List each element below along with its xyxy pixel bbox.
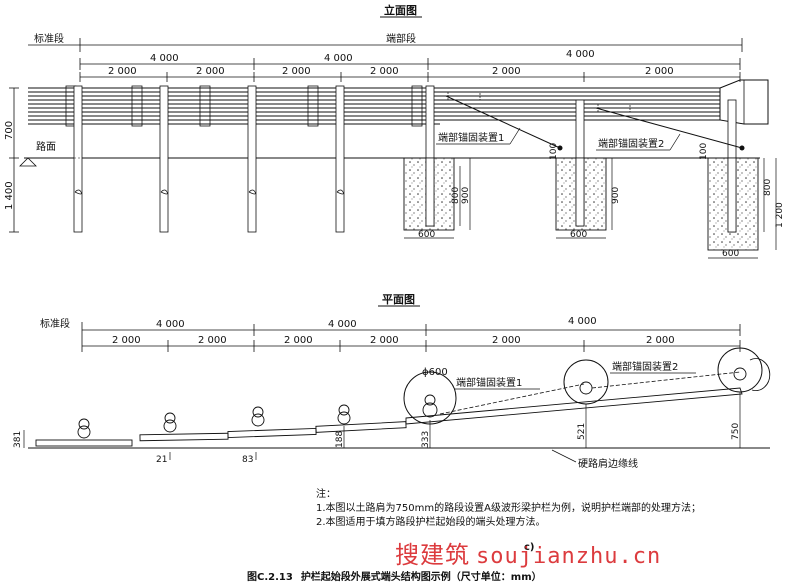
dim-2000-5: 2 000 xyxy=(492,66,521,77)
anchor1-leader-arm xyxy=(509,127,521,145)
w-beam-rail xyxy=(28,85,720,127)
f1-dim-900: 900 xyxy=(461,187,471,204)
cable-clamp-2 xyxy=(597,103,631,113)
edge-label: 硬路肩边缘线 xyxy=(578,457,638,470)
watermark-cn: 搜建筑 xyxy=(395,541,470,569)
watermark-url: soujianzhu.cn xyxy=(476,544,662,569)
cable-clamp-1 xyxy=(447,91,481,101)
elevation-anchor2-label: 端部锚固装置2 xyxy=(598,137,664,150)
notes-heading: 注： xyxy=(316,489,336,500)
plan-dim-4000-2: 4 000 xyxy=(328,319,357,330)
plan-title: 平面图 xyxy=(382,293,415,306)
notes-block: 注： 1.本图以土路肩为750mm的路段设置A级波形梁护栏为例，说明护栏端部的处… xyxy=(316,488,701,530)
post-in-foundation-2 xyxy=(575,157,585,227)
left-dim-700: 700 xyxy=(4,121,15,140)
dim-2000-1: 2 000 xyxy=(108,66,137,77)
post-in-foundation-3 xyxy=(727,157,737,233)
plan-phi-label: ϕ600 xyxy=(422,367,448,378)
offset-521: 521 xyxy=(577,423,587,440)
offset-188: 188 xyxy=(335,431,345,448)
caption-number: 图C.2.13 xyxy=(247,572,293,583)
plan-dim-2000-5: 2 000 xyxy=(492,335,521,346)
plan-post-3 xyxy=(733,367,747,381)
post-in-foundation-1 xyxy=(425,157,435,227)
road-label: 路面 xyxy=(36,140,56,153)
anchor-cable-1 xyxy=(445,95,561,149)
left-dim-1400: 1 400 xyxy=(4,181,15,210)
plan-anchor2-label: 端部锚固装置2 xyxy=(612,360,678,373)
anchor-point-1 xyxy=(557,145,563,151)
road-level-marker xyxy=(19,157,37,167)
plan-dim-2000-1: 2 000 xyxy=(112,335,141,346)
anchor-cable-2 xyxy=(595,107,743,149)
note-item-2: 2.本图适用于填方路段护栏起始段的端头处理方法。 xyxy=(316,517,546,528)
subfigure-label: c) xyxy=(524,542,535,553)
anchor-point-2 xyxy=(739,145,745,151)
plan-rail-segments xyxy=(35,387,743,447)
anchor2-leader-arm xyxy=(669,133,681,151)
offset-750: 750 xyxy=(731,423,741,440)
plan-posts xyxy=(77,404,351,439)
f3-width: 600 xyxy=(722,249,739,259)
plan-foundation-3 xyxy=(717,347,763,393)
elevation-std-label: 标准段 xyxy=(34,32,64,45)
dim-2000-6: 2 000 xyxy=(645,66,674,77)
f2-dim-900: 900 xyxy=(611,187,621,204)
dim-4000-3: 4 000 xyxy=(566,49,595,60)
offset-333: 333 xyxy=(421,431,431,448)
elevation-end-label: 端部段 xyxy=(386,32,416,45)
elevation-title: 立面图 xyxy=(384,3,417,17)
figure-caption: 图C.2.13 护栏起始段外展式端头结构图示例（尺寸单位：mm） xyxy=(247,568,550,583)
end-terminal-plan xyxy=(749,358,771,391)
f1-dim-100: 100 xyxy=(549,143,559,160)
note-item-1: 1.本图以土路肩为750mm的路段设置A级波形梁护栏为例，说明护栏端部的处理方法… xyxy=(316,503,701,514)
offset-381: 381 xyxy=(13,431,23,448)
plan-view: 平面图 标准段 4 000 4 000 4 000 2 000 2 000 2 … xyxy=(13,293,771,470)
plan-anchor1-label: 端部锚固装置1 xyxy=(456,376,522,389)
dim-2000-3: 2 000 xyxy=(282,66,311,77)
elevation-view: 立面图 标准段 端部段 4 000 4 000 4 000 2 000 2 00… xyxy=(4,3,785,259)
end-terminal xyxy=(719,79,769,125)
plan-post-1-block xyxy=(424,394,436,406)
offset-83: 83 xyxy=(242,455,253,465)
dim-2000-2: 2 000 xyxy=(196,66,225,77)
plan-dim-2000-6: 2 000 xyxy=(646,335,675,346)
edge-leader xyxy=(551,449,577,463)
plan-dim-2000-3: 2 000 xyxy=(284,335,313,346)
plan-post-2 xyxy=(579,381,593,395)
f1-dim-800: 800 xyxy=(451,187,461,204)
offset-21: 21 xyxy=(156,455,167,465)
caption-text: 护栏起始段外展式端头结构图示例（尺寸单位：mm） xyxy=(300,572,542,583)
plan-dim-2000-2: 2 000 xyxy=(198,335,227,346)
f2-width: 600 xyxy=(570,230,587,240)
plan-dim-4000-3: 4 000 xyxy=(568,316,597,327)
elevation-anchor1-label: 端部锚固装置1 xyxy=(438,131,504,144)
plan-std-label: 标准段 xyxy=(40,317,70,330)
dim-4000-2: 4 000 xyxy=(324,53,353,64)
plan-cable-1 xyxy=(439,383,585,415)
f2-dim-100: 100 xyxy=(699,143,709,160)
f3-dim-800: 800 xyxy=(763,179,773,196)
plan-cable-2 xyxy=(591,371,741,389)
f3-dim-1200: 1 200 xyxy=(775,202,785,228)
f1-width: 600 xyxy=(418,230,435,240)
plan-dim-4000-1: 4 000 xyxy=(156,319,185,330)
plan-post-1 xyxy=(422,402,438,418)
dim-4000-1: 4 000 xyxy=(150,53,179,64)
dim-2000-4: 2 000 xyxy=(370,66,399,77)
plan-dim-2000-4: 2 000 xyxy=(370,335,399,346)
